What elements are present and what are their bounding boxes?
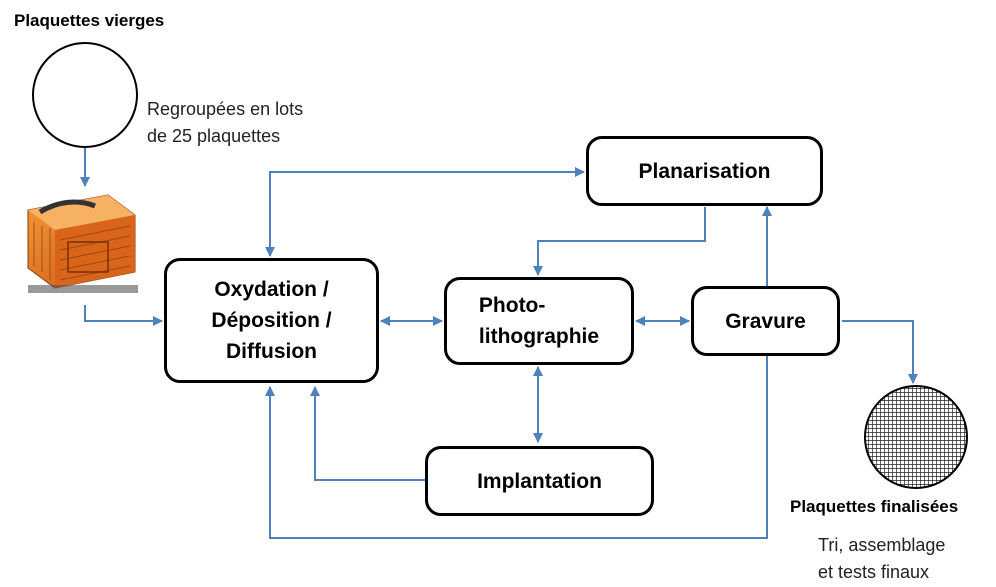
step-oxydation-deposition-diffusion: Oxydation / Déposition / Diffusion — [164, 258, 379, 383]
final-note-line2: et tests finaux — [818, 562, 930, 582]
step-implantation: Implantation — [425, 446, 654, 516]
lots-note-line2: de 25 plaquettes — [147, 126, 281, 146]
raw-wafer-icon — [32, 42, 138, 148]
step-photolithographie-label: Photo- lithographie — [478, 294, 600, 348]
arrow-implantation-to-oxydation — [310, 386, 426, 481]
arrow-gravure-to-final-wafer — [842, 320, 918, 384]
step-photolithographie: Photo- lithographie — [444, 277, 634, 365]
step-gravure-label: Gravure — [725, 309, 806, 333]
step-planarisation-label: Planarisation — [638, 159, 771, 183]
arrow-gravure-to-oxydation — [265, 356, 768, 539]
step-implantation-label: Implantation — [477, 469, 602, 493]
arrow-oxydation-planarisation — [265, 167, 585, 257]
step-gravure: Gravure — [691, 286, 840, 356]
final-note-line1: Tri, assemblage — [818, 535, 946, 555]
lots-note: Regroupées en lots de 25 plaquettes — [147, 96, 303, 150]
arrow-planarisation-to-photolithographie — [533, 207, 706, 276]
wafer-cassette-icon — [27, 194, 138, 293]
lots-note-line1: Regroupées en lots — [147, 99, 304, 119]
final-note: Tri, assemblage et tests finaux — [818, 532, 945, 586]
step-planarisation: Planarisation — [586, 136, 823, 206]
arrow-cassette-to-oxydation — [84, 305, 163, 326]
final-wafer-icon — [864, 385, 968, 489]
step-oxydation-label: Oxydation / Déposition / Diffusion — [211, 278, 332, 363]
final-wafers-title: Plaquettes finalisées — [790, 497, 959, 516]
raw-wafers-title: Plaquettes vierges — [14, 11, 165, 30]
